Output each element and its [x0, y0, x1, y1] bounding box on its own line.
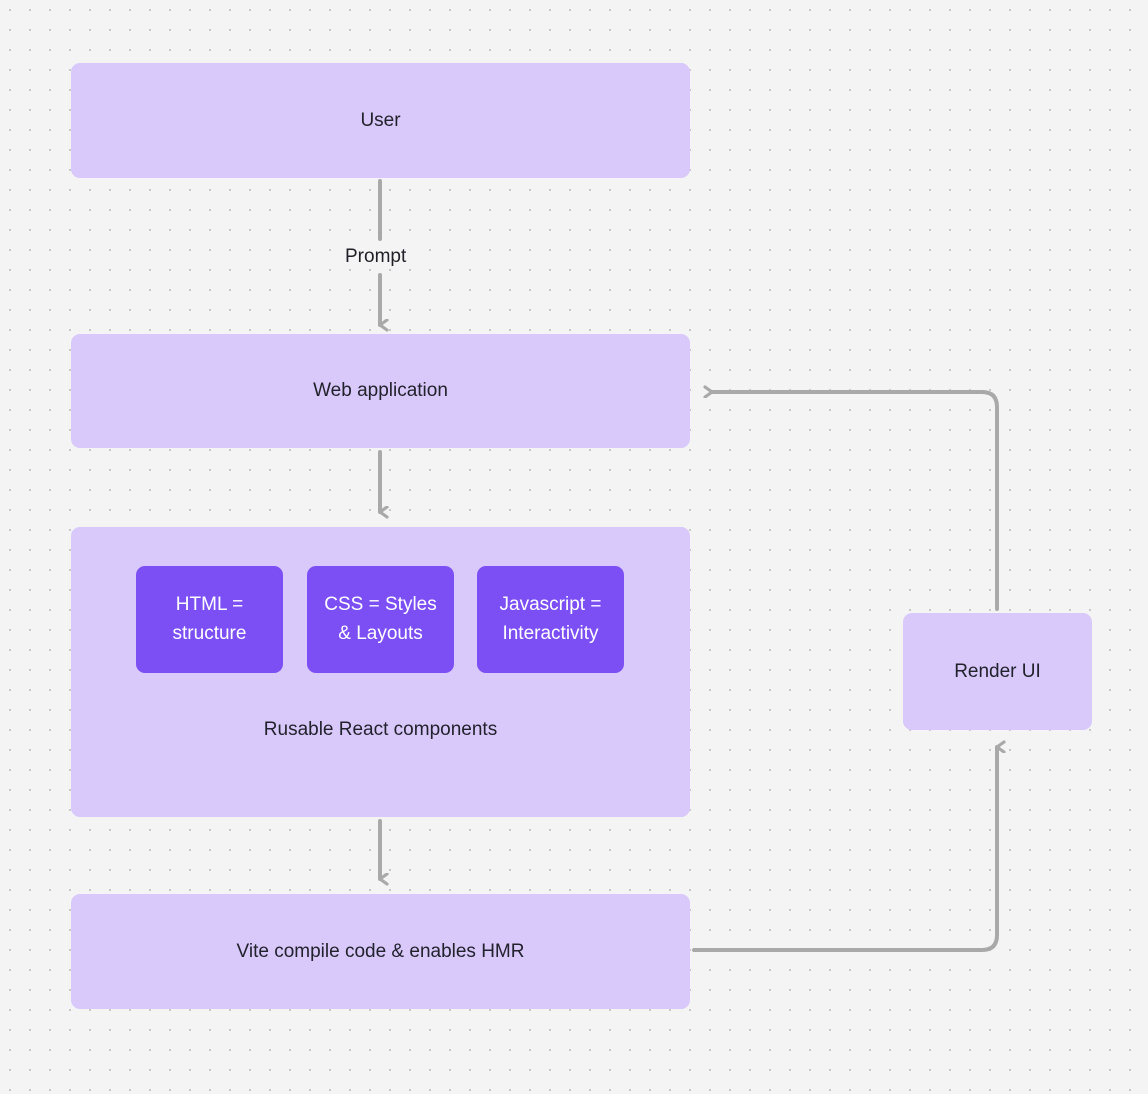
node-user[interactable]: User: [71, 63, 690, 178]
node-render-ui[interactable]: Render UI: [903, 613, 1092, 730]
node-react-components-caption: Rusable React components: [263, 719, 498, 740]
edge-render-to-webapp[interactable]: [712, 392, 999, 611]
chip-css-line1: CSS = Styles: [324, 594, 437, 615]
chip-javascript-line2: Interactivity: [502, 622, 599, 644]
node-render-ui-label: Render UI: [954, 660, 1041, 682]
chip-javascript-line1: Javascript =: [499, 594, 602, 615]
edge-vite-to-render[interactable]: [692, 747, 997, 952]
node-user-label: User: [360, 109, 401, 131]
node-react-components[interactable]: HTML = structure CSS = Styles & Layouts …: [71, 527, 690, 817]
chip-html-line1: HTML =: [175, 594, 244, 615]
chip-javascript-label: Javascript = Interactivity: [500, 591, 602, 648]
chip-html-label: HTML = structure: [173, 591, 247, 648]
node-vite-label: Vite compile code & enables HMR: [236, 940, 525, 962]
edge-label-prompt: Prompt: [339, 245, 413, 269]
chip-html[interactable]: HTML = structure: [136, 566, 283, 673]
chip-css-line2: & Layouts: [338, 622, 423, 644]
node-web-application-label: Web application: [313, 380, 448, 402]
chip-css[interactable]: CSS = Styles & Layouts: [307, 566, 454, 673]
chip-row: HTML = structure CSS = Styles & Layouts …: [71, 566, 690, 673]
chip-html-line2: structure: [172, 622, 247, 644]
node-web-application[interactable]: Web application: [71, 334, 690, 448]
chip-javascript[interactable]: Javascript = Interactivity: [477, 566, 624, 673]
chip-css-label: CSS = Styles & Layouts: [324, 591, 436, 648]
node-vite[interactable]: Vite compile code & enables HMR: [71, 894, 690, 1009]
